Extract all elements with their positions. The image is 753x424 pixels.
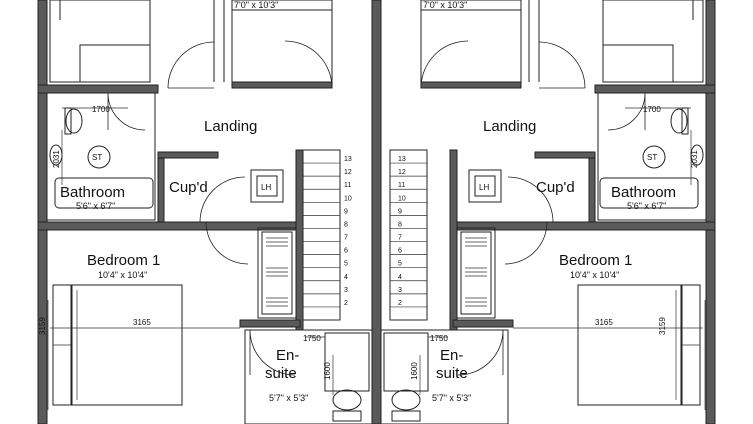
left-dim-3159: 3159	[38, 317, 47, 335]
right-bathroom-label: Bathroom	[611, 184, 676, 201]
right-dim-1600: 1600	[410, 362, 419, 380]
left-top-bedroom-bed	[49, 0, 151, 83]
left-stair-step-number: 5	[344, 261, 348, 268]
right-dim-2031: 2031	[690, 150, 699, 168]
right-bath-icon	[599, 177, 699, 209]
right-stair-step-number: 8	[398, 221, 402, 228]
right-stair-step-number: 5	[398, 261, 402, 268]
left-stair-step-number: 4	[344, 274, 348, 281]
left-dim-1600: 1600	[323, 362, 332, 380]
right-stair-step-number: 7	[398, 235, 402, 242]
left-top-room-dims: 7'0" x 10'3"	[234, 0, 278, 10]
left-bedroom1-label: Bedroom 1	[87, 252, 160, 269]
right-bathroom-outline	[597, 92, 707, 221]
right-stair-step-number: 12	[398, 169, 406, 176]
right-bedroom1-dims: 10'4" x 10'4"	[570, 270, 619, 280]
right-top-room-outline	[420, 0, 522, 83]
right-stair-step-number: 4	[398, 274, 402, 281]
left-ensuite-label-a: En-	[276, 347, 299, 364]
right-cupboard-label: Cup'd	[536, 179, 575, 196]
left-st-label: ST	[92, 153, 102, 162]
right-stair-step-number: 11	[398, 182, 405, 189]
right-ensuite-label-a: En-	[440, 347, 463, 364]
left-stair-flight	[302, 149, 341, 321]
left-lh-box	[250, 169, 284, 203]
left-ensuite-dims: 5'7" x 5'3"	[269, 393, 308, 403]
stairs: 13 12 11 10 9 8 7 6 5 4 3 2 13 12 11 10 9 8 7 6 5 4 3 2	[302, 149, 428, 321]
right-bed	[577, 284, 682, 406]
left-shower-tray-icon	[87, 145, 111, 169]
right-lh-label: LH	[479, 183, 489, 192]
left-stair-step-number: 11	[344, 182, 351, 189]
left-landing-label: Landing	[204, 118, 257, 135]
left-stair-step-number: 9	[344, 208, 348, 215]
left-bathroom-outline	[46, 92, 156, 221]
right-dim-3165: 3165	[595, 318, 613, 327]
right-dim-1750: 1750	[430, 334, 448, 343]
left-storage-unit	[257, 227, 297, 319]
right-toilet-icon	[670, 108, 688, 134]
right-lh-box	[468, 169, 502, 203]
left-door-swing-2	[284, 40, 333, 89]
right-stair-flight	[389, 149, 428, 321]
left-stair-step-number: 2	[344, 300, 348, 307]
left-bath-icon	[54, 177, 154, 209]
left-top-room-outline	[231, 0, 333, 83]
left-stair-step-number: 13	[344, 156, 352, 163]
right-unit: 7'0" x 10'3" 1700 2031 ST Bathroom 5'6" …	[380, 0, 707, 424]
left-bedroom1-dims: 10'4" x 10'4"	[98, 270, 147, 280]
right-shower-tray-icon	[642, 145, 666, 169]
left-stair-step-number: 3	[344, 287, 348, 294]
right-st-label: ST	[647, 153, 657, 162]
left-stair-step-number: 6	[344, 248, 348, 255]
left-lh-label: LH	[261, 183, 271, 192]
right-basin-icon	[690, 144, 704, 166]
left-ensuite-outline	[244, 329, 373, 424]
left-ensuite-toilet-icon	[332, 389, 362, 411]
left-stair-step-number: 12	[344, 169, 352, 176]
right-storage-unit	[456, 227, 496, 319]
left-dim-1750: 1750	[303, 334, 321, 343]
left-basin-icon	[49, 144, 63, 166]
right-stair-step-number: 3	[398, 287, 402, 294]
left-stair-step-number: 7	[344, 235, 348, 242]
left-bathroom-label: Bathroom	[60, 184, 125, 201]
left-bed	[71, 284, 183, 406]
left-dim-1700: 1700	[92, 105, 110, 114]
right-ensuite-toilet-icon	[391, 389, 421, 411]
right-stair-step-number: 10	[398, 195, 406, 202]
right-bathroom-dims: 5'6" x 6'7"	[627, 201, 666, 211]
left-unit: 7'0" x 10'3" 1700 2031 ST Bathroom 5'6" …	[38, 0, 373, 424]
left-stair-step-number: 10	[344, 195, 352, 202]
left-stair-step-number: 8	[344, 221, 348, 228]
left-bathroom-dims: 5'6" x 6'7"	[76, 201, 115, 211]
right-ensuite-label-b: suite	[436, 365, 468, 382]
right-ensuite-dims: 5'7" x 5'3"	[432, 393, 471, 403]
right-stair-step-number: 2	[398, 300, 402, 307]
right-top-room-dims: 7'0" x 10'3"	[423, 0, 467, 10]
left-toilet-icon	[65, 108, 83, 134]
right-landing-label: Landing	[483, 118, 536, 135]
right-stair-step-number: 6	[398, 248, 402, 255]
left-door-swing-1	[167, 41, 215, 89]
structural-walls	[37, 0, 716, 424]
right-stair-step-number: 13	[398, 156, 406, 163]
right-bedroom1-label: Bedroom 1	[559, 252, 632, 269]
right-ensuite-outline	[380, 329, 509, 424]
right-dim-3159: 3159	[658, 317, 667, 335]
left-dim-2031: 2031	[52, 150, 61, 168]
left-dim-3165: 3165	[133, 318, 151, 327]
left-cupboard-label: Cup'd	[169, 179, 208, 196]
right-dim-1700: 1700	[643, 105, 661, 114]
right-stair-step-number: 9	[398, 208, 402, 215]
